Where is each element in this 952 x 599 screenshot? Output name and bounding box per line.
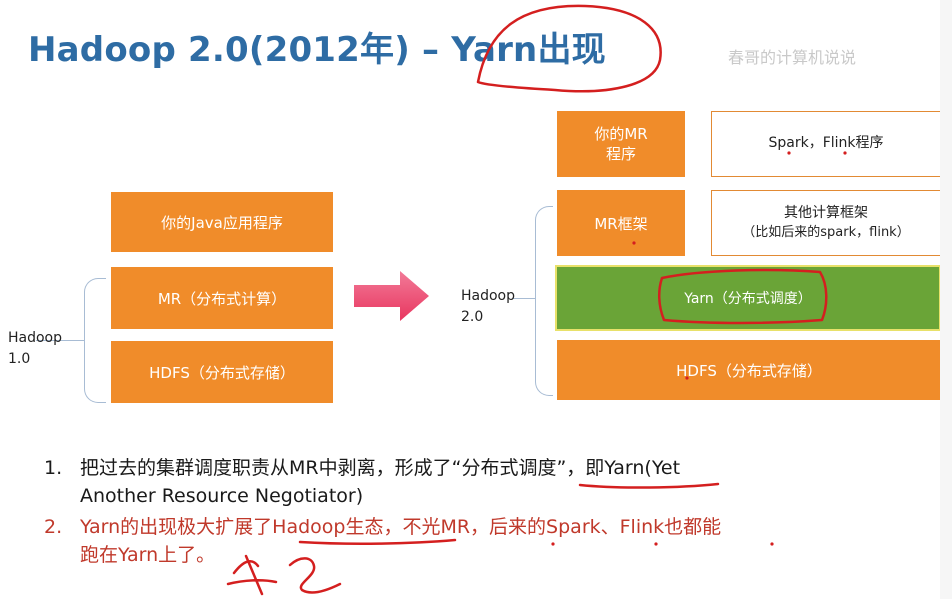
mr-compute-box: MR（分布式计算） [111,267,333,329]
yarn-scheduling-box: Yarn（分布式调度） [555,265,941,331]
other-framework-line1: 其他计算框架 [784,205,868,222]
java-app-box: 你的Java应用程序 [111,192,333,252]
other-framework-box: 其他计算框架 （比如后来的spark，flink） [711,190,941,256]
note-1-line2: Another Resource Negotiator) [80,485,364,507]
underline-hadoop-ecosystem [298,538,457,545]
page-title: Hadoop 2.0(2012年) – Yarn出现 [28,30,606,70]
mr-program-line1: 你的MR [594,124,648,143]
handwritten-mark [226,554,342,596]
hadoop2-label: Hadoop 2.0 [461,286,515,328]
underline-distributed-scheduling [578,482,720,489]
note-1-number: 1. [44,457,63,479]
hadoop1-label: Hadoop 1.0 [8,328,62,370]
hadoop1-label-line1: Hadoop [8,330,63,346]
note-2-line1: Yarn的出现极大扩展了Hadoop生态，不光MR，后来的Spark、Flink… [80,516,722,538]
note-1: 1.把过去的集群调度职责从MR中剥离，形成了“分布式调度”，即Yarn(Yet … [44,454,904,510]
hadoop1-label-line2: 1.0 [8,351,31,367]
mr-program-box: 你的MR 程序 [557,111,685,177]
note-1-line1: 把过去的集群调度职责从MR中剥离，形成了“分布式调度”，即Yarn(Yet [80,457,681,479]
note-2-line2: 跑在Yarn上了。 [80,544,216,566]
yarn-highlight-box [658,268,828,325]
note-2: 2. Yarn的出现极大扩展了Hadoop生态，不光MR，后来的Spark、Fli… [44,513,904,569]
hdfs-storage-box-2: HDFS（分布式存储） [557,340,941,400]
hadoop1-bracket [84,278,106,403]
scrollbar-gutter [940,0,952,599]
mr-program-line2: 程序 [605,145,636,163]
other-framework-line2: （比如后来的spark，flink） [742,224,910,240]
watermark: 春哥的计算机说说 [728,48,857,67]
hadoop2-label-line2: 2.0 [461,309,484,325]
right-arrow-icon [354,271,429,321]
hadoop1-connector [36,340,84,341]
hadoop2-connector [513,298,535,299]
hdfs-storage-box: HDFS（分布式存储） [111,341,333,403]
note-2-number: 2. [44,516,63,538]
title-highlight-circle [476,4,662,93]
mr-framework-box: MR框架 [557,190,685,256]
hadoop2-label-line1: Hadoop [461,288,516,304]
